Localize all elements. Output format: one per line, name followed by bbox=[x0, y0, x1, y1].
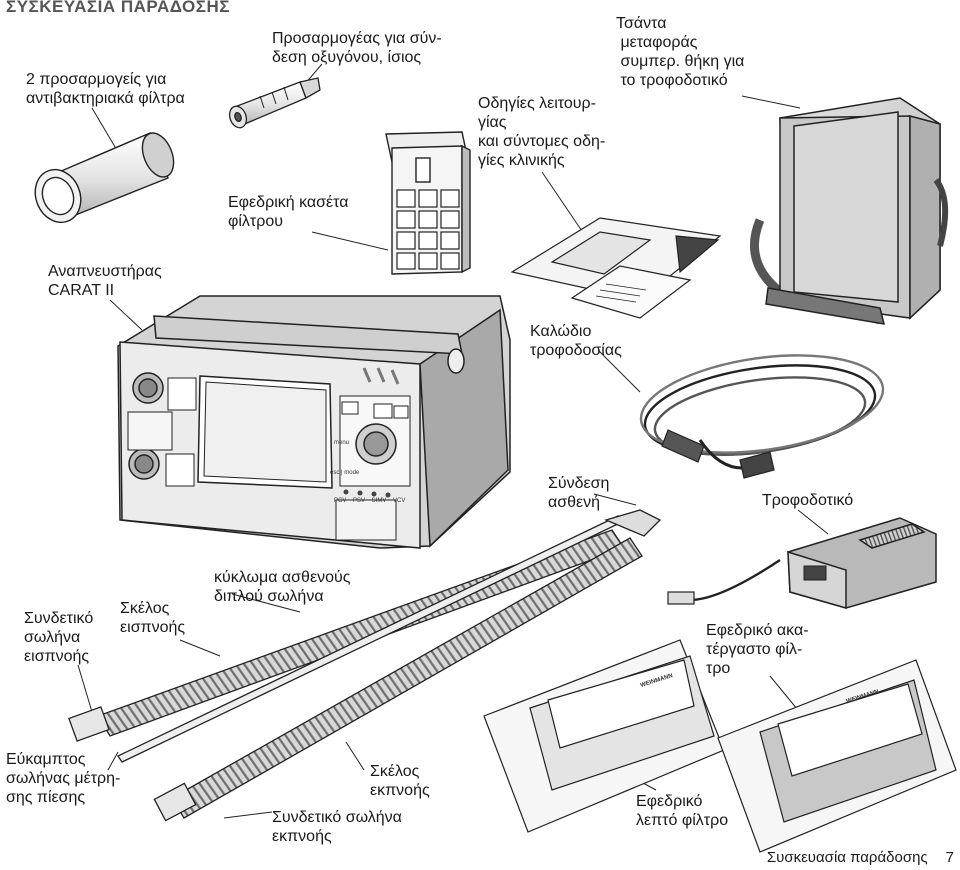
page-footer: Συσκευασία παράδοσης 7 bbox=[767, 849, 954, 866]
label-patient-connection: Σύνδεση ασθενή bbox=[548, 475, 610, 511]
label-spare-fine-filter: Εφεδρικό λεπτό φίλτρο bbox=[636, 793, 729, 829]
power-cable-illustration bbox=[639, 354, 885, 479]
label-power-cable: Καλώδιο τροφοδοσίας bbox=[530, 323, 622, 359]
label-power-supply: Τροφοδοτικό bbox=[762, 492, 854, 509]
carry-bag-illustration bbox=[749, 97, 949, 325]
label-hme-adapters: 2 προσαρμογείς για αντιβακτηριακά φίλτρα bbox=[26, 71, 185, 107]
label-spare-coarse-filter: Εφεδρικό ακα- τέργαστο φίλ- τρο bbox=[706, 622, 809, 677]
power-supply-illustration bbox=[667, 517, 937, 609]
filter-cassette-illustration bbox=[385, 131, 471, 275]
device-mode-indicators: PCV PSV SIMV VCV bbox=[334, 498, 406, 504]
label-inspiratory-connector: Συνδετικό σωλήνα εισπνοής bbox=[24, 610, 94, 665]
label-expiratory-limb: Σκέλος εκπνοής bbox=[370, 763, 430, 799]
label-instructions: Οδηγίες λειτουρ- γίας και σύντομες οδη- … bbox=[478, 95, 606, 169]
device-menu-key: menu bbox=[334, 440, 350, 446]
hme-adapter-illustration bbox=[34, 132, 175, 224]
label-carry-bag: Τσάντα μεταφοράς συμπερ. θήκη για το τρο… bbox=[616, 15, 745, 89]
label-expiratory-connector: Συνδετικό σωλήνα εκπνοής bbox=[272, 809, 402, 845]
label-filter-cassette: Εφεδρική κασέτα φίλτρου bbox=[228, 194, 349, 230]
device-esc-mode-key: esc | mode bbox=[330, 470, 360, 476]
footer-text: Συσκευασία παράδοσης bbox=[766, 849, 928, 866]
breathing-circuit-illustration bbox=[68, 509, 662, 822]
label-inspiratory-limb: Σκέλος εισπνοής bbox=[120, 600, 186, 636]
label-pressure-tube: Εύκαμπτος σωλήνας μέτρη- σης πίεσης bbox=[6, 751, 121, 806]
label-ventilator: Αναπνευστήρας CARAT II bbox=[48, 263, 162, 299]
oxygen-adapter-illustration bbox=[228, 77, 321, 129]
coarse-filter-packet-illustration bbox=[717, 659, 957, 853]
section-title: ΣΥΣΚΕΥΑΣΙΑ ΠΑΡΑΔΟΣΗΣ bbox=[6, 0, 230, 16]
page-number: 7 bbox=[945, 849, 954, 866]
ventilator-illustration bbox=[117, 295, 511, 549]
fine-filter-packet-illustration bbox=[483, 639, 725, 833]
label-oxygen-adapter: Προσαρμογέας για σύν- δεση οξυγόνου, ίσι… bbox=[272, 30, 442, 66]
instruction-booklets-illustration bbox=[510, 217, 722, 319]
label-dual-circuit: κύκλωμα ασθενούς διπλού σωλήνα bbox=[214, 569, 351, 605]
